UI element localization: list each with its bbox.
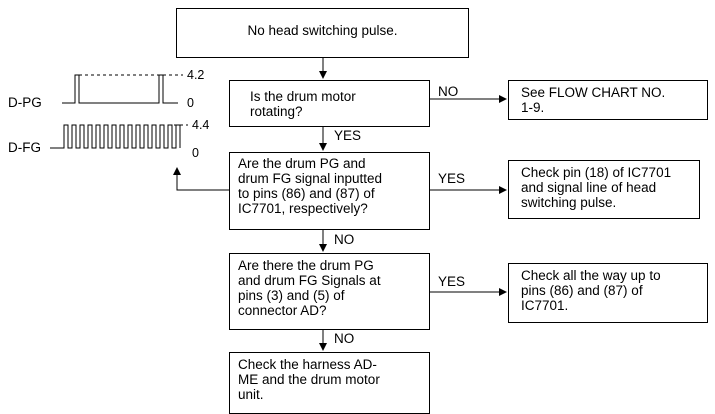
pg-waveform (62, 74, 178, 104)
question-1-text: Is the drum motor rotating? (250, 89, 356, 119)
end-box: Check the harness AD- ME and the drum mo… (229, 352, 430, 414)
result-1-box: See FLOW CHART NO. 1-9. (508, 80, 708, 120)
end-text: Check the harness AD- ME and the drum mo… (238, 357, 380, 402)
pg-high-value: 4.2 (187, 68, 205, 82)
fg-high-value: 4.4 (192, 118, 210, 132)
question-2-text: Are the drum PG and drum FG signal input… (238, 156, 383, 216)
question-3-text: Are there the drum PG and drum FG Signal… (238, 258, 381, 318)
q1-no-label: NO (438, 84, 459, 99)
result-2-box: Check pin (18) of IC7701 and signal line… (508, 160, 700, 219)
fg-label: D-FG (8, 140, 41, 155)
q2-no-label: NO (334, 232, 355, 247)
question-1-box: Is the drum motor rotating? (229, 80, 430, 127)
start-text: No head switching pulse. (247, 23, 398, 38)
arrow-q2-to-waveforms (173, 167, 229, 191)
q3-no-label: NO (334, 331, 355, 346)
result-1-text: See FLOW CHART NO. 1-9. (521, 85, 666, 115)
q3-yes-label: YES (438, 274, 466, 289)
q1-yes-label: YES (334, 128, 362, 143)
result-2-text: Check pin (18) of IC7701 and signal line… (521, 165, 672, 210)
fg-waveform (50, 124, 181, 149)
start-box: No head switching pulse. (176, 8, 469, 58)
question-3-box: Are there the drum PG and drum FG Signal… (229, 253, 430, 330)
question-2-box: Are the drum PG and drum FG signal input… (229, 152, 430, 230)
result-3-box: Check all the way up to pins (86) and (8… (508, 263, 708, 323)
pg-label: D-PG (8, 95, 42, 110)
result-3-text: Check all the way up to pins (86) and (8… (521, 268, 661, 313)
pg-low-value: 0 (187, 96, 194, 110)
fg-low-value: 0 (192, 146, 199, 160)
q2-yes-label: YES (438, 171, 466, 186)
